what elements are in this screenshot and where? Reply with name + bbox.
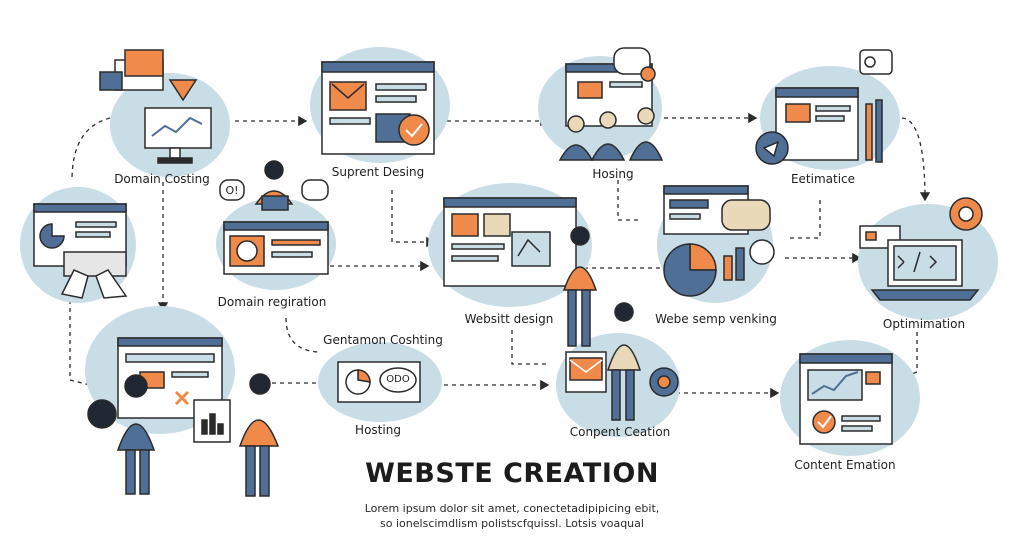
node-label-webe-semp-venking: Webe semp venking (655, 312, 777, 326)
illustration-n4 (755, 49, 893, 165)
node-label-optimimation: Optimimation (882, 317, 966, 331)
illustration-n5 (219, 160, 329, 275)
illustration-n8 (859, 197, 983, 301)
illustration-n2 (321, 61, 435, 155)
node-label-websitt-design: Websitt design (464, 312, 554, 326)
arrow-n8-n12 (899, 332, 918, 379)
bubble-text-1: O! (225, 184, 239, 197)
arrow-n2-n6 (391, 190, 436, 248)
node-label-gentamon-coshting: Gentamon Coshting (323, 333, 443, 347)
node-label-hosing: Hosing (592, 167, 634, 181)
node-label-hosting: Hosting (355, 423, 401, 437)
node-label-conpent-ceation: Conpent Ceation (569, 425, 671, 439)
arrow-n4-n8 (901, 117, 931, 202)
illustration-n11 (565, 302, 679, 421)
illustration-n3 (558, 47, 664, 161)
illustration-n1 (99, 49, 212, 164)
arrow-n6-n11 (511, 330, 548, 365)
arrow-n7-up (790, 200, 821, 239)
arrow-n5-n9 (285, 317, 319, 353)
arrow-left-down (69, 300, 91, 386)
subtitle-line-1: Lorem ipsum dolor sit amet, conectetadip… (364, 502, 660, 515)
subtitle-line-2: so ionelscimdlism polistscfquissl. Lotsi… (380, 517, 644, 530)
illustration-n13 (87, 337, 280, 497)
node-label-content-emation: Content Emation (794, 458, 896, 472)
bubble-text-2: ODO (386, 374, 410, 385)
arrow-n3-down (617, 180, 640, 221)
arrow-n1-left (71, 117, 111, 181)
page-title: WEBSTE CREATION (365, 458, 659, 489)
node-label-domain-regiration: Domain regiration (217, 295, 327, 309)
illustration-n12 (799, 353, 893, 445)
node-label-domain-costing: Domain Costing (114, 172, 210, 186)
illustration-n6 (443, 197, 598, 347)
illustration-n7 (663, 185, 775, 297)
node-label-suprent-desing: Suprent Desing (331, 165, 425, 179)
node-label-eetimatice: Eetimatice (790, 172, 856, 186)
illustration-n10 (337, 361, 421, 403)
illustration-left (33, 203, 128, 299)
